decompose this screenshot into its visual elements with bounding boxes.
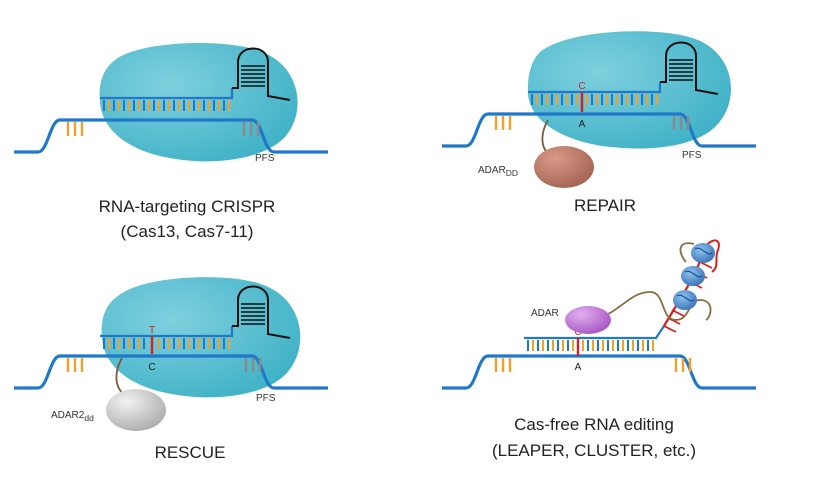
- pfs-ticks: [244, 358, 262, 372]
- guide-rna: C A: [528, 41, 719, 130]
- caption-casfree-line1: Cas-free RNA editing: [514, 415, 674, 434]
- caption-casfree-line2: (LEAPER, CLUSTER, etc.): [492, 441, 696, 460]
- adar-label: ADAR: [531, 308, 559, 319]
- hairpin-stemloop: [232, 47, 291, 101]
- panel-casfree: C A ADAR: [442, 239, 756, 460]
- caption-crispr-line2: (Cas13, Cas7-11): [121, 222, 254, 241]
- panel-crispr: PFS RNA-targeting CRISPR (Cas13, Cas7-11…: [14, 42, 328, 241]
- edit-base-top: T: [149, 325, 155, 336]
- flank-seed-ticks: [66, 358, 84, 372]
- adar-linker: [597, 242, 712, 321]
- guide-rna: C A: [524, 325, 665, 373]
- target-rna: [14, 118, 328, 154]
- flank-seed-ticks: [66, 122, 84, 136]
- target-rna: [14, 354, 328, 390]
- caption-crispr-line1: RNA-targeting CRISPR: [99, 197, 276, 216]
- adar-dd-label: ADARDD: [478, 165, 518, 178]
- cas-protein: [101, 277, 301, 398]
- pfs-ticks: [672, 116, 690, 130]
- pfs-label: PFS: [682, 150, 702, 161]
- edit-base-bottom: C: [148, 362, 155, 373]
- flank-seed-ticks: [494, 358, 692, 372]
- guide-rna: T C: [100, 285, 291, 373]
- panel-repair: ADARDD C A: [442, 31, 756, 215]
- adar-dd-enzyme: [534, 146, 594, 188]
- guide-ticks: [531, 94, 658, 105]
- pfs-label: PFS: [256, 393, 276, 404]
- adar-enzyme: [565, 306, 611, 334]
- pfs-label: PFS: [255, 153, 275, 164]
- guide-ticks: [103, 338, 230, 349]
- hairpin-stemloop: [232, 285, 291, 339]
- adar2-dd-enzyme: [106, 389, 166, 431]
- edit-base-bottom: A: [575, 362, 582, 373]
- adar2-dd-label: ADAR2dd: [51, 410, 94, 423]
- panel-rescue: ADAR2dd T C: [14, 277, 328, 462]
- caption-rescue: RESCUE: [155, 443, 226, 462]
- target-rna: [442, 354, 756, 390]
- hairpin-stemloop: [660, 41, 719, 95]
- guide-ticks: [527, 340, 654, 351]
- flank-seed-ticks: [494, 116, 512, 130]
- caption-repair: REPAIR: [574, 196, 636, 215]
- guide-ticks: [103, 100, 230, 111]
- edit-base-bottom: A: [579, 119, 586, 130]
- guide-rna: [100, 47, 291, 111]
- pfs-ticks: [242, 122, 260, 136]
- edit-base-top: C: [578, 81, 585, 92]
- nucleosome-domains: [673, 243, 715, 310]
- target-rna: [442, 112, 756, 148]
